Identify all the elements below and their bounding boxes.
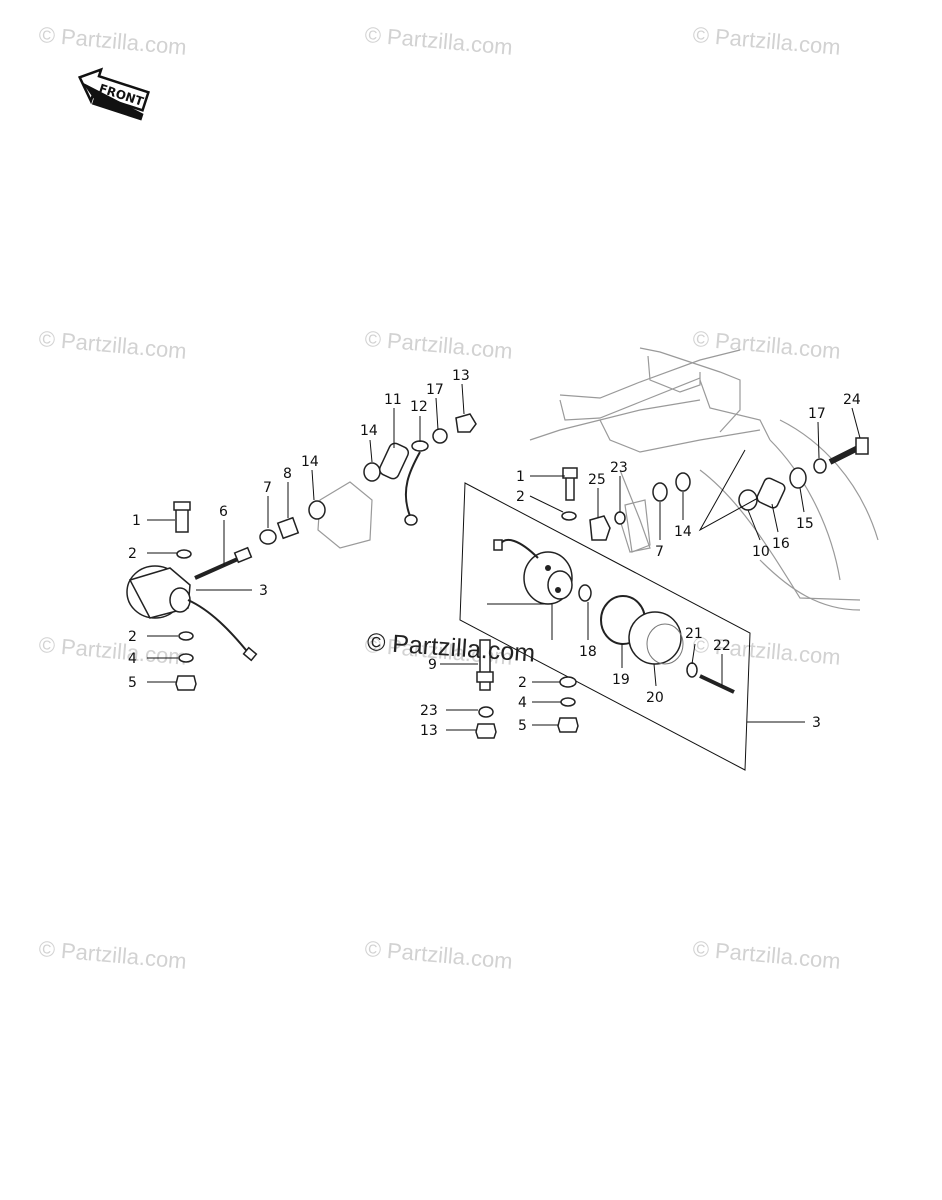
- callout-label: 21: [685, 626, 703, 642]
- callout-label: 5: [128, 675, 137, 691]
- callout-label: 18: [579, 644, 597, 660]
- callout-label: 7: [263, 480, 272, 496]
- callout-label: 13: [420, 723, 438, 739]
- callout-label: 23: [610, 460, 628, 476]
- callout-label: 20: [646, 690, 664, 706]
- callout-label: 16: [772, 536, 790, 552]
- callout-label: 13: [452, 368, 470, 384]
- callout-label: 14: [360, 423, 378, 439]
- callout-label: 2: [518, 675, 527, 691]
- callout-label: 4: [518, 695, 527, 711]
- callout-label: 22: [713, 638, 731, 654]
- callout-label: 5: [518, 718, 527, 734]
- callout-label: 15: [796, 516, 814, 532]
- callouts-upper-group: 14 11 12 17 13: [360, 368, 470, 463]
- callout-label: 17: [426, 382, 444, 398]
- callout-label: 2: [516, 489, 525, 505]
- callout-label: 23: [420, 703, 438, 719]
- left-signal-assembly: [126, 481, 373, 691]
- callout-label: 17: [808, 406, 826, 422]
- callout-label: 25: [588, 472, 606, 488]
- right-signal-assembly: [459, 437, 869, 771]
- callout-label: 4: [128, 651, 137, 667]
- callout-label: 3: [259, 583, 268, 599]
- callout-label: 3: [812, 715, 821, 731]
- callout-label: 8: [283, 466, 292, 482]
- upper-mount-group: [363, 413, 477, 526]
- callout-label: 12: [410, 399, 428, 415]
- callout-label: 9: [428, 657, 437, 673]
- callout-label: 1: [132, 513, 141, 529]
- callout-label: 19: [612, 672, 630, 688]
- callout-label: 1: [516, 469, 525, 485]
- callout-label: 11: [384, 392, 402, 408]
- callout-label: 24: [843, 392, 861, 408]
- callout-label: 2: [128, 629, 137, 645]
- callout-label: 2: [128, 546, 137, 562]
- front-arrow-icon: FRONT: [77, 67, 150, 121]
- callout-label: 14: [674, 524, 692, 540]
- callouts-right-signal: 1 2 25 23 7 14 17 24 15 16 10 18 19: [420, 392, 861, 739]
- callout-label: 10: [752, 544, 770, 560]
- callout-label: 7: [655, 544, 664, 560]
- callout-label: 14: [301, 454, 319, 470]
- callout-label: 6: [219, 504, 228, 520]
- callouts-left-signal: 1 2 6 7 8 14 3 2 4 5: [128, 454, 319, 691]
- frame-sketch: [529, 347, 879, 611]
